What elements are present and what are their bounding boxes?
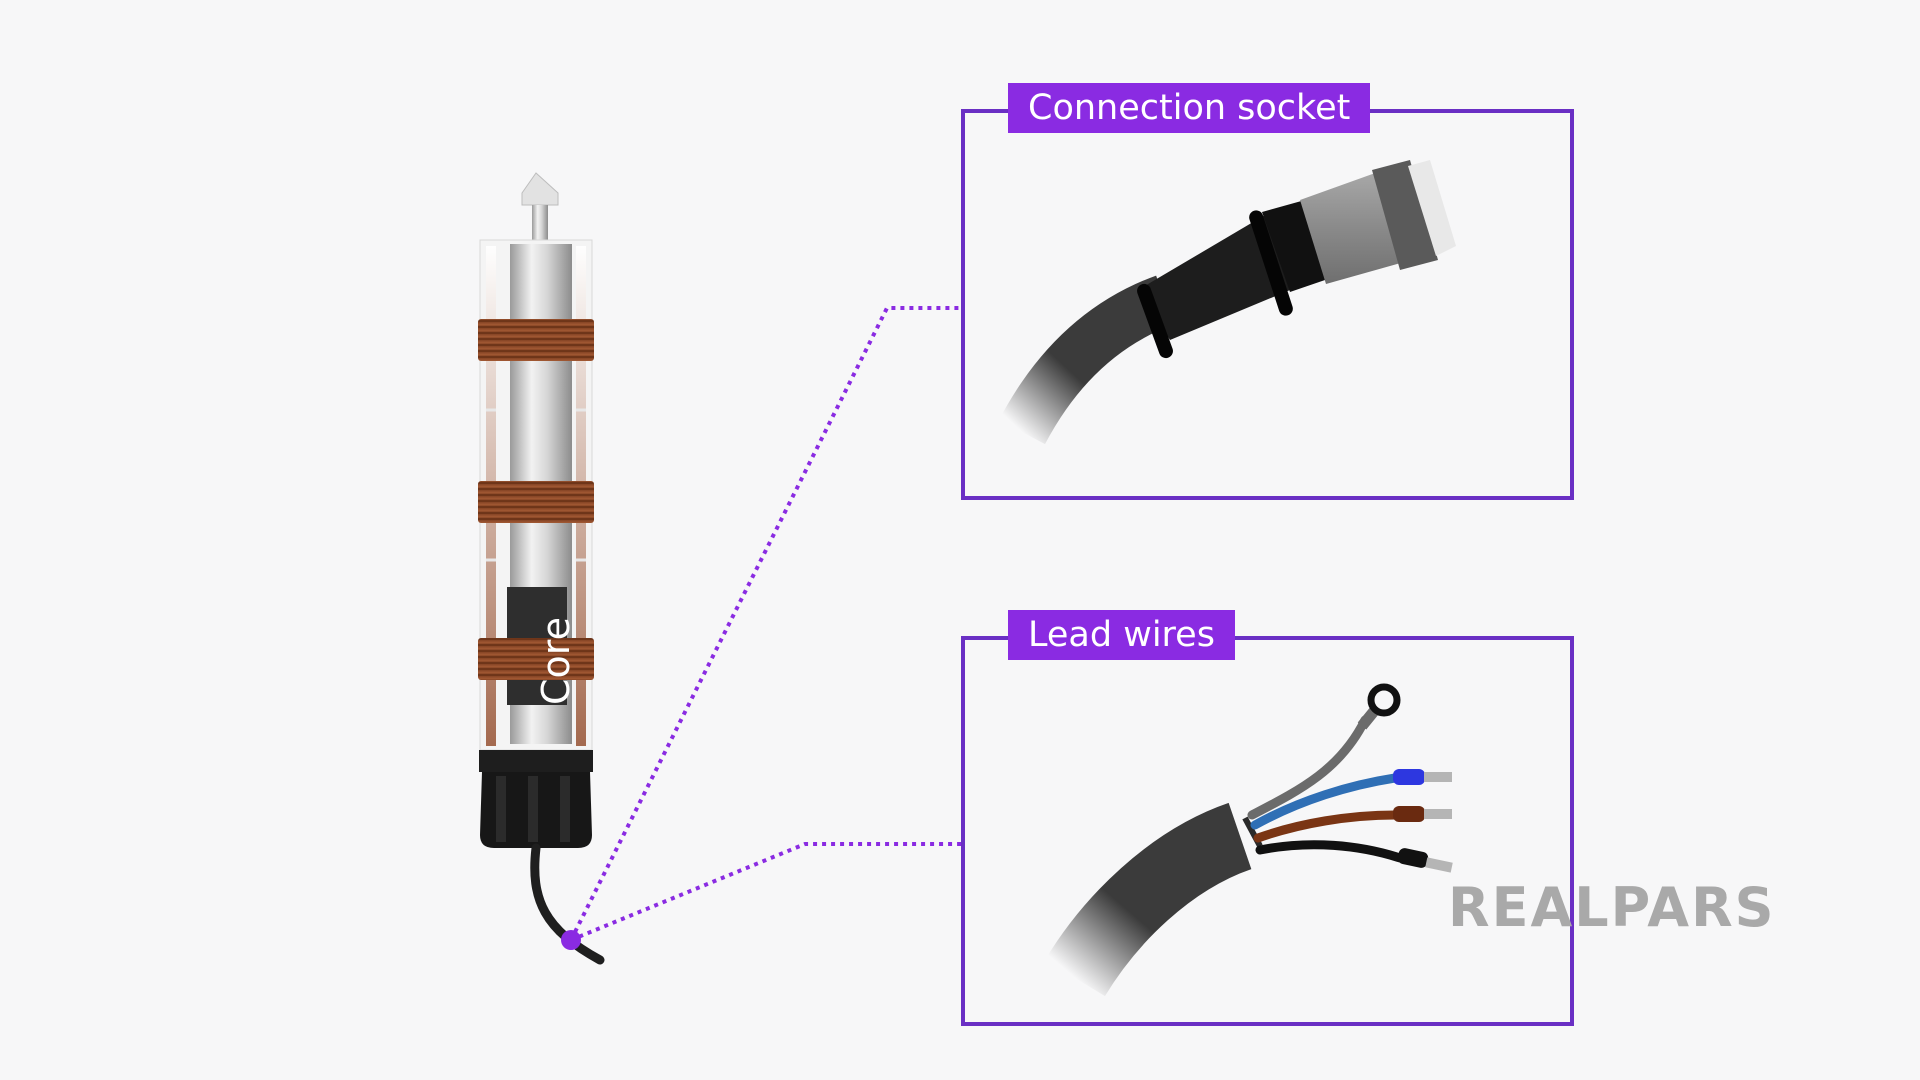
- sensor-illustration: [478, 172, 605, 965]
- coil-primary: [478, 319, 594, 361]
- wire-brown: [1253, 810, 1400, 843]
- ring-terminal: [1367, 683, 1401, 717]
- connection-socket-illustration: [999, 160, 1456, 445]
- leader-leads: [570, 842, 961, 942]
- connection-socket-box: [961, 109, 1574, 500]
- wire-black: [1255, 840, 1405, 863]
- socket-metal-sleeve: [1300, 172, 1404, 284]
- sensor-cable: [530, 843, 605, 965]
- ferrule-black: [1397, 848, 1429, 868]
- cable-jacket: [1045, 802, 1253, 997]
- socket-body: [1138, 215, 1290, 340]
- callout-leaders: [569, 306, 961, 942]
- realpars-logo: REALPARS: [1448, 876, 1776, 939]
- socket-nut: [1372, 160, 1438, 270]
- socket-ring-1: [1137, 283, 1173, 359]
- lead-wires-box: [961, 636, 1574, 1026]
- rod-tip: [521, 172, 559, 206]
- ferrule-blue: [1393, 769, 1425, 785]
- leader-socket: [569, 306, 961, 941]
- coil-secondary-1: [478, 481, 594, 523]
- coil-secondary-2: [478, 638, 594, 680]
- lead-wires-title: Lead wires: [1008, 610, 1235, 660]
- lead-wires-illustration: [1045, 683, 1453, 997]
- connection-point: [561, 930, 581, 950]
- ferrule-brown: [1393, 806, 1425, 822]
- cable-gland-nut: [479, 750, 593, 772]
- socket-ring-2: [1249, 210, 1293, 316]
- wire-blue: [1250, 773, 1400, 830]
- core-label: Core: [534, 617, 578, 705]
- connection-socket-title: Connection socket: [1008, 83, 1371, 133]
- rod-stem: [532, 205, 548, 243]
- wire-grey: [1247, 715, 1370, 820]
